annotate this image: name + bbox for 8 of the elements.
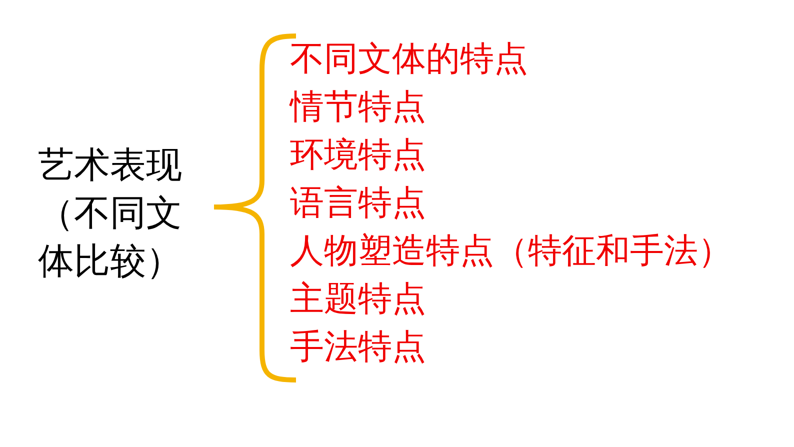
list-item: 语言特点 [290,182,426,225]
list-item: 人物塑造特点（特征和手法） [290,230,732,273]
list-item: 情节特点 [290,86,426,129]
list-item: 手法特点 [290,326,426,369]
list-item: 主题特点 [290,278,426,321]
list-item: 不同文体的特点 [290,38,528,81]
list-item: 环境特点 [290,134,426,177]
topic-label: 艺术表现（不同文体比较） [38,144,183,284]
